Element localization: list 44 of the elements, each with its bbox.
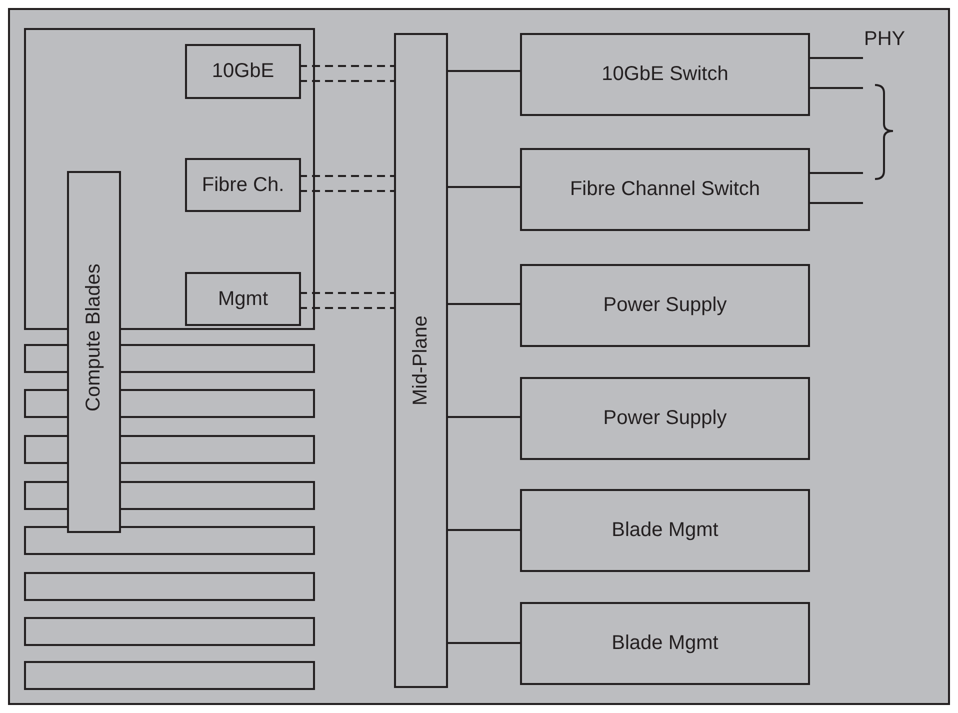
box-label: Blade Mgmt xyxy=(612,519,718,542)
component-box xyxy=(67,171,121,533)
blade-slot xyxy=(24,661,315,690)
blade-slot xyxy=(24,572,315,601)
dashed-connector xyxy=(299,80,394,82)
box-label: Power Supply xyxy=(603,407,727,430)
box-label: 10GbE Switch xyxy=(602,63,728,86)
component-box xyxy=(185,44,301,99)
box-label: Power Supply xyxy=(603,294,727,317)
connector xyxy=(448,303,520,305)
box-label: Mid-Plane xyxy=(410,315,432,406)
connector xyxy=(810,87,863,89)
box-label: 10GbE xyxy=(212,60,274,83)
connector xyxy=(448,70,520,72)
component-box xyxy=(520,148,810,231)
connector xyxy=(810,202,863,204)
component-box xyxy=(185,158,301,212)
component-box xyxy=(394,33,448,688)
port-label: PHY xyxy=(864,28,906,51)
dashed-connector xyxy=(299,307,394,309)
connector xyxy=(448,642,520,644)
connector xyxy=(448,416,520,418)
connector xyxy=(810,172,863,174)
blade-slot xyxy=(24,526,315,555)
component-box xyxy=(520,602,810,685)
blade-enclosure xyxy=(24,28,315,330)
connector xyxy=(448,529,520,531)
component-box xyxy=(520,489,810,572)
box-label: Compute Blades xyxy=(82,263,106,411)
dashed-connector xyxy=(299,175,394,177)
component-box xyxy=(520,33,810,116)
box-label: Fibre Ch. xyxy=(202,174,284,196)
connector xyxy=(810,57,863,59)
connector xyxy=(448,186,520,188)
box-label: Blade Mgmt xyxy=(612,632,718,655)
component-box xyxy=(520,377,810,460)
box-label: Mgmt xyxy=(218,288,268,310)
blade-slot xyxy=(24,617,315,646)
box-label: Fibre Channel Switch xyxy=(570,178,760,201)
dashed-connector xyxy=(299,190,394,192)
dashed-connector xyxy=(299,292,394,294)
component-box xyxy=(520,264,810,347)
dashed-connector xyxy=(299,65,394,67)
component-box xyxy=(185,272,301,326)
